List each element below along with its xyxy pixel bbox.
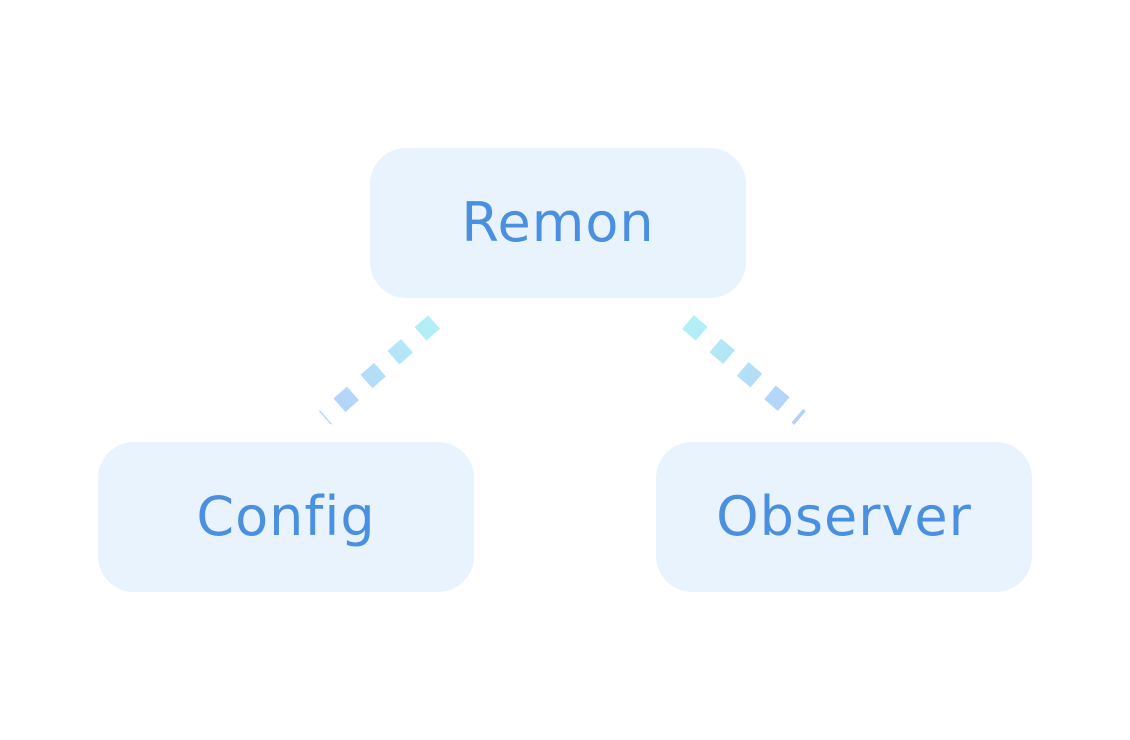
node-observer-label: Observer [716,485,972,548]
node-remon: Remon [370,148,746,298]
node-remon-label: Remon [461,191,655,254]
connector-remon-observer [682,315,806,425]
node-config-label: Config [196,485,376,548]
connector-remon-config [319,315,440,425]
node-config: Config [98,442,474,592]
node-observer: Observer [656,442,1032,592]
